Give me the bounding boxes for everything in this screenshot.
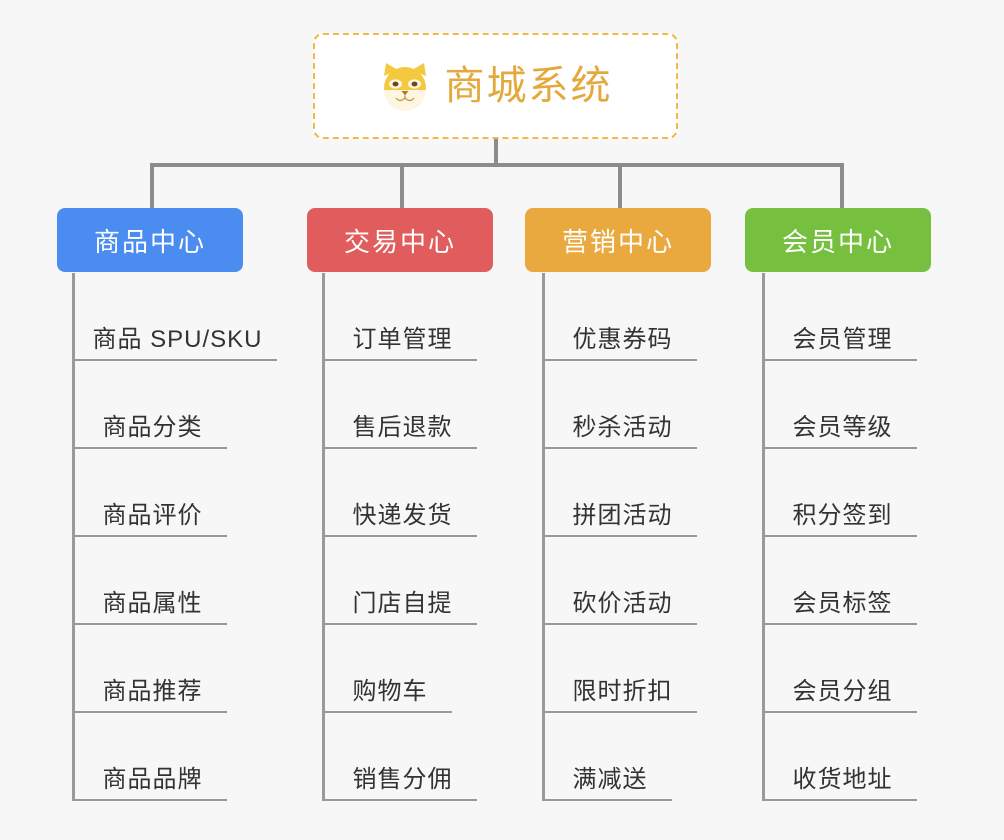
- connector-drop-marketing-center: [618, 163, 622, 208]
- leaf-item-store-pickup[interactable]: 门店自提: [322, 537, 477, 625]
- leaf-label: 购物车: [352, 677, 428, 705]
- leaf-item-limited-time-discount[interactable]: 限时折扣: [542, 625, 697, 713]
- leaf-item-product-category[interactable]: 商品分类: [72, 361, 227, 449]
- root-title: 商城系统: [444, 64, 613, 108]
- leaf-spine: [762, 273, 765, 801]
- leaf-label: 秒杀活动: [572, 413, 673, 441]
- leaf-spine: [322, 273, 325, 801]
- leaf-label: 门店自提: [352, 589, 453, 617]
- leaf-label: 售后退款: [352, 413, 453, 441]
- leaf-label: 会员管理: [792, 325, 893, 353]
- category-header-product-center[interactable]: 商品中心: [57, 208, 243, 272]
- leaf-label: 商品属性: [102, 589, 203, 617]
- leaf-label: 销售分佣: [352, 765, 453, 793]
- leaf-item-member-management[interactable]: 会员管理: [762, 273, 917, 361]
- leaf-item-product-spu-sku[interactable]: 商品 SPU/SKU: [72, 273, 277, 361]
- leaf-item-shipping-address[interactable]: 收货地址: [762, 713, 917, 801]
- leaf-label: 商品分类: [102, 413, 203, 441]
- leaf-label: 砍价活动: [572, 589, 673, 617]
- leaf-item-points-checkin[interactable]: 积分签到: [762, 449, 917, 537]
- leaf-item-full-reduction-gift[interactable]: 满减送: [542, 713, 672, 801]
- leaf-label: 满减送: [572, 765, 648, 793]
- leaf-label: 限时折扣: [572, 677, 673, 705]
- leaf-spine: [542, 273, 545, 801]
- leaf-item-after-sales-refund[interactable]: 售后退款: [322, 361, 477, 449]
- leaf-label: 会员分组: [792, 677, 893, 705]
- leaf-item-coupon-code[interactable]: 优惠券码: [542, 273, 697, 361]
- leaf-label: 商品品牌: [102, 765, 203, 793]
- leaf-item-product-brand[interactable]: 商品品牌: [72, 713, 227, 801]
- leaf-item-flash-sale[interactable]: 秒杀活动: [542, 361, 697, 449]
- category-label: 交易中心: [343, 226, 456, 257]
- leaf-label: 快递发货: [352, 501, 453, 529]
- leaf-item-member-level[interactable]: 会员等级: [762, 361, 917, 449]
- leaf-label: 订单管理: [352, 325, 453, 353]
- category-header-trade-center[interactable]: 交易中心: [307, 208, 493, 272]
- leaf-label: 商品评价: [102, 501, 203, 529]
- leaf-label: 商品推荐: [102, 677, 203, 705]
- leaf-label: 积分签到: [792, 501, 893, 529]
- root-node-shop-system[interactable]: 商城系统: [313, 33, 678, 139]
- category-header-member-center[interactable]: 会员中心: [745, 208, 931, 272]
- leaf-item-order-management[interactable]: 订单管理: [322, 273, 477, 361]
- leaf-label: 会员等级: [792, 413, 893, 441]
- connector-drop-trade-center: [400, 163, 404, 208]
- leaf-item-sales-commission[interactable]: 销售分佣: [322, 713, 477, 801]
- category-label: 商品中心: [93, 226, 206, 257]
- leaf-label: 拼团活动: [572, 501, 673, 529]
- connector-root-stem: [494, 139, 498, 165]
- connector-drop-member-center: [840, 163, 844, 208]
- leaf-item-shopping-cart[interactable]: 购物车: [322, 625, 452, 713]
- shiba-dog-face-icon: [379, 60, 431, 112]
- connector-horizontal-bus: [150, 163, 844, 167]
- leaf-item-product-review[interactable]: 商品评价: [72, 449, 227, 537]
- leaf-label: 商品 SPU/SKU: [92, 325, 263, 353]
- leaf-item-bargain-activity[interactable]: 砍价活动: [542, 537, 697, 625]
- category-label: 营销中心: [561, 226, 674, 257]
- leaf-spine: [72, 273, 75, 801]
- leaf-item-product-recommend[interactable]: 商品推荐: [72, 625, 227, 713]
- leaf-item-member-tag[interactable]: 会员标签: [762, 537, 917, 625]
- leaf-item-express-shipping[interactable]: 快递发货: [322, 449, 477, 537]
- leaf-label: 会员标签: [792, 589, 893, 617]
- leaf-item-member-group[interactable]: 会员分组: [762, 625, 917, 713]
- category-header-marketing-center[interactable]: 营销中心: [525, 208, 711, 272]
- leaf-label: 优惠券码: [572, 325, 673, 353]
- connector-drop-product-center: [150, 163, 154, 208]
- leaf-item-product-attribute[interactable]: 商品属性: [72, 537, 227, 625]
- leaf-label: 收货地址: [792, 765, 893, 793]
- leaf-item-group-buy[interactable]: 拼团活动: [542, 449, 697, 537]
- category-label: 会员中心: [781, 226, 894, 257]
